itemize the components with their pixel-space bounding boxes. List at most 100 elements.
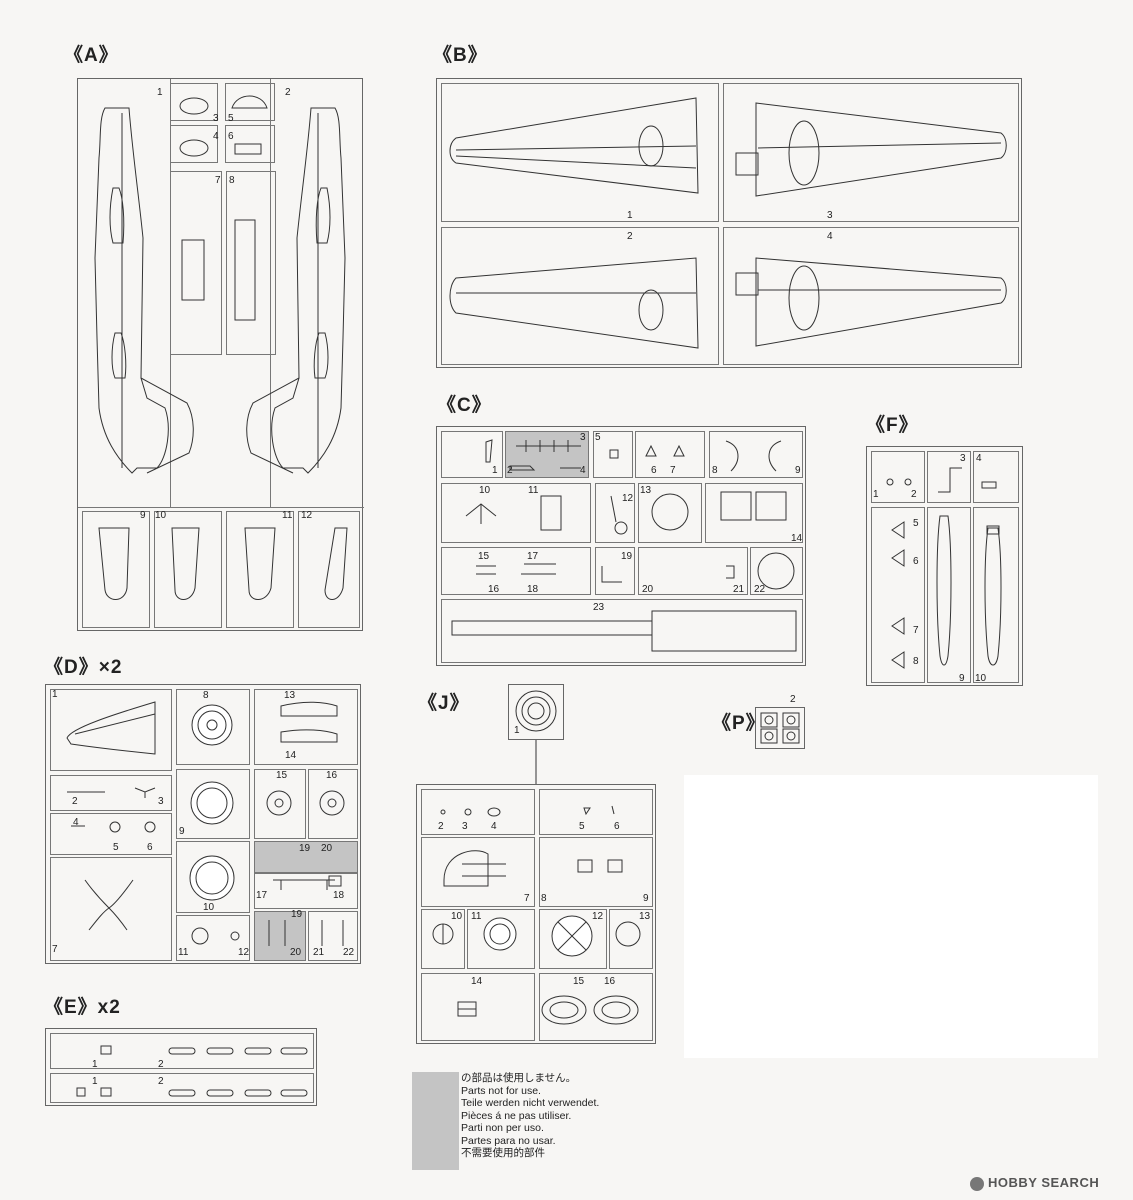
sprue-j-top-cell bbox=[508, 684, 564, 740]
sprue-c-frame bbox=[436, 426, 806, 666]
part-cell bbox=[441, 227, 719, 365]
part-number: 1 bbox=[627, 210, 633, 221]
part-cell bbox=[723, 83, 1019, 222]
watermark-logo-icon bbox=[970, 1176, 984, 1191]
sprue-f-drawings bbox=[886, 467, 1002, 669]
sprue-a-frame bbox=[77, 78, 364, 631]
part-number: 4 bbox=[491, 821, 497, 832]
part-number: 8 bbox=[712, 465, 718, 476]
part-number: 16 bbox=[326, 770, 338, 781]
part-number: 3 bbox=[158, 796, 164, 807]
part-number: 14 bbox=[791, 533, 803, 544]
part-number: 2 bbox=[158, 1059, 164, 1070]
part-number: 12 bbox=[301, 510, 313, 521]
part-number: 1 bbox=[157, 87, 163, 98]
part-number: 5 bbox=[228, 113, 234, 124]
part-cell bbox=[176, 689, 250, 765]
part-cell-unused bbox=[505, 431, 589, 478]
part-number: 5 bbox=[595, 432, 601, 443]
part-number: 7 bbox=[215, 175, 221, 186]
part-cell bbox=[254, 689, 358, 765]
part-number: 10 bbox=[203, 902, 215, 913]
sprue-b-drawings bbox=[449, 97, 1007, 349]
part-number: 4 bbox=[976, 453, 982, 464]
part-number: 17 bbox=[527, 551, 539, 562]
part-cell bbox=[170, 83, 218, 121]
part-number: 4 bbox=[827, 231, 833, 242]
part-number: 9 bbox=[959, 673, 965, 684]
part-number: 19 bbox=[621, 551, 633, 562]
part-number: 7 bbox=[913, 625, 919, 636]
sprue-j-frame bbox=[416, 784, 656, 1044]
part-number: 6 bbox=[651, 465, 657, 476]
part-cell bbox=[927, 451, 971, 503]
part-number: 20 bbox=[321, 843, 333, 854]
sprue-p-frame bbox=[755, 707, 805, 749]
part-number: 7 bbox=[524, 893, 530, 904]
part-number: 18 bbox=[333, 890, 345, 901]
part-number: 6 bbox=[614, 821, 620, 832]
part-cell bbox=[50, 857, 172, 961]
part-number: 12 bbox=[592, 911, 604, 922]
part-number: 2 bbox=[72, 796, 78, 807]
part-cell bbox=[593, 431, 633, 478]
part-number: 9 bbox=[140, 510, 146, 521]
legend-line-fr: Pièces á ne pas utiliser. bbox=[461, 1109, 572, 1122]
part-number: 2 bbox=[438, 821, 444, 832]
section-c-title: 《C》 bbox=[437, 395, 492, 416]
part-number: 13 bbox=[640, 485, 652, 496]
part-number: 7 bbox=[670, 465, 676, 476]
section-e-title: 《E》x2 bbox=[44, 997, 121, 1018]
section-j-title: 《J》 bbox=[418, 693, 470, 714]
part-cell bbox=[709, 431, 803, 478]
part-number: 12 bbox=[622, 493, 634, 504]
part-cell bbox=[254, 873, 358, 909]
part-cell bbox=[638, 483, 702, 543]
part-number: 2 bbox=[158, 1076, 164, 1087]
part-number: 15 bbox=[478, 551, 490, 562]
legend-line-zh: 不需要使用的部件 bbox=[461, 1147, 545, 1159]
part-cell bbox=[539, 837, 653, 907]
part-number: 6 bbox=[228, 131, 234, 142]
part-cell bbox=[441, 547, 591, 595]
part-number: 3 bbox=[580, 432, 586, 443]
part-number: 5 bbox=[113, 842, 119, 853]
part-number: 5 bbox=[579, 821, 585, 832]
part-cell bbox=[441, 599, 803, 663]
part-number: 13 bbox=[639, 911, 651, 922]
part-cell bbox=[421, 973, 535, 1041]
part-number: 19 bbox=[291, 909, 303, 920]
part-number: 8 bbox=[913, 656, 919, 667]
part-cell bbox=[170, 125, 218, 163]
part-number: 10 bbox=[155, 510, 167, 521]
part-cell bbox=[254, 769, 306, 839]
part-cell bbox=[973, 507, 1019, 683]
part-cell bbox=[441, 431, 503, 478]
part-number: 18 bbox=[527, 584, 539, 595]
part-number: 23 bbox=[593, 602, 605, 613]
part-number: 9 bbox=[179, 826, 185, 837]
watermark-text: HOBBY SEARCH bbox=[988, 1175, 1100, 1190]
part-cell bbox=[50, 689, 172, 771]
part-cell bbox=[635, 431, 705, 478]
part-cell bbox=[50, 813, 172, 855]
part-cell bbox=[638, 547, 748, 595]
part-cell bbox=[750, 547, 803, 595]
part-cell bbox=[225, 83, 275, 121]
part-cell bbox=[226, 171, 276, 355]
sprue-e-frame bbox=[45, 1028, 317, 1106]
part-number: 6 bbox=[913, 556, 919, 567]
part-number: 14 bbox=[285, 750, 297, 761]
part-cell-unused bbox=[254, 911, 306, 961]
part-number: 15 bbox=[573, 976, 585, 987]
part-cell bbox=[154, 511, 222, 628]
sprue-c-drawings bbox=[451, 439, 797, 652]
sprue-d-frame bbox=[45, 684, 361, 964]
part-number: 4 bbox=[73, 817, 79, 828]
part-number: 14 bbox=[471, 976, 483, 987]
part-cell bbox=[421, 789, 535, 835]
section-d-title: 《D》×2 bbox=[44, 657, 123, 678]
watermark: HOBBY SEARCH bbox=[970, 1175, 1099, 1191]
sprue-p-drawings bbox=[760, 712, 800, 744]
part-cell bbox=[871, 507, 925, 683]
